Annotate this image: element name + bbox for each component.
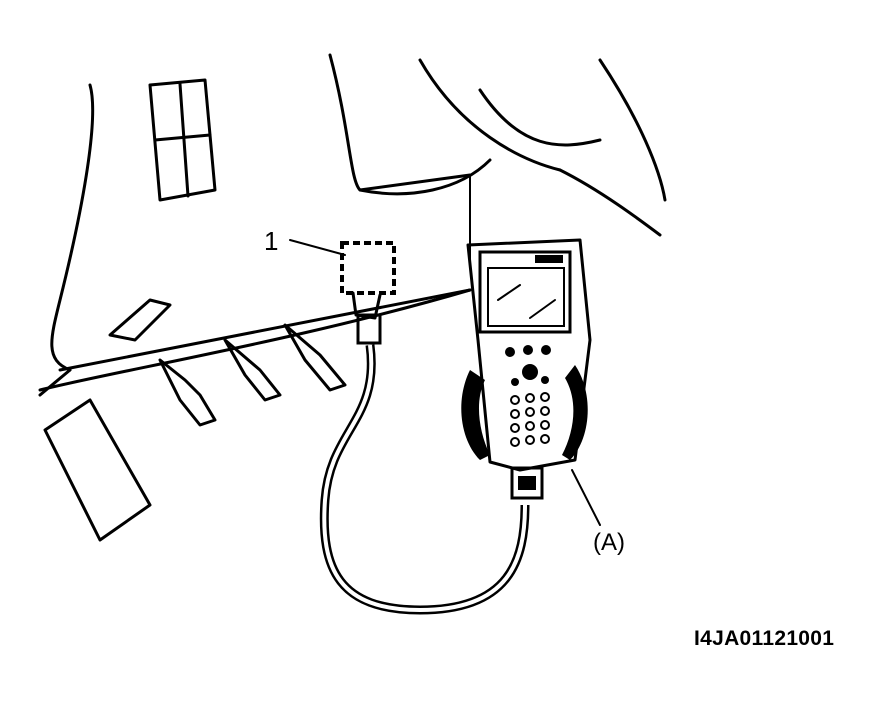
dlc-connector xyxy=(340,241,396,345)
leader-a xyxy=(571,469,601,526)
leader-1 xyxy=(289,239,346,256)
keypad xyxy=(505,345,551,447)
hood-release xyxy=(108,298,172,342)
diagnostic-cable xyxy=(319,344,530,615)
pedals xyxy=(158,323,347,427)
figure-id: I4JA01121001 xyxy=(694,627,835,650)
dashboard-panel xyxy=(38,53,667,397)
callout-a-label: (A) xyxy=(593,529,625,556)
air-vent xyxy=(148,78,217,202)
floor-mat xyxy=(43,398,152,542)
scan-tool xyxy=(461,238,592,500)
callout-1-label: 1 xyxy=(264,226,279,256)
